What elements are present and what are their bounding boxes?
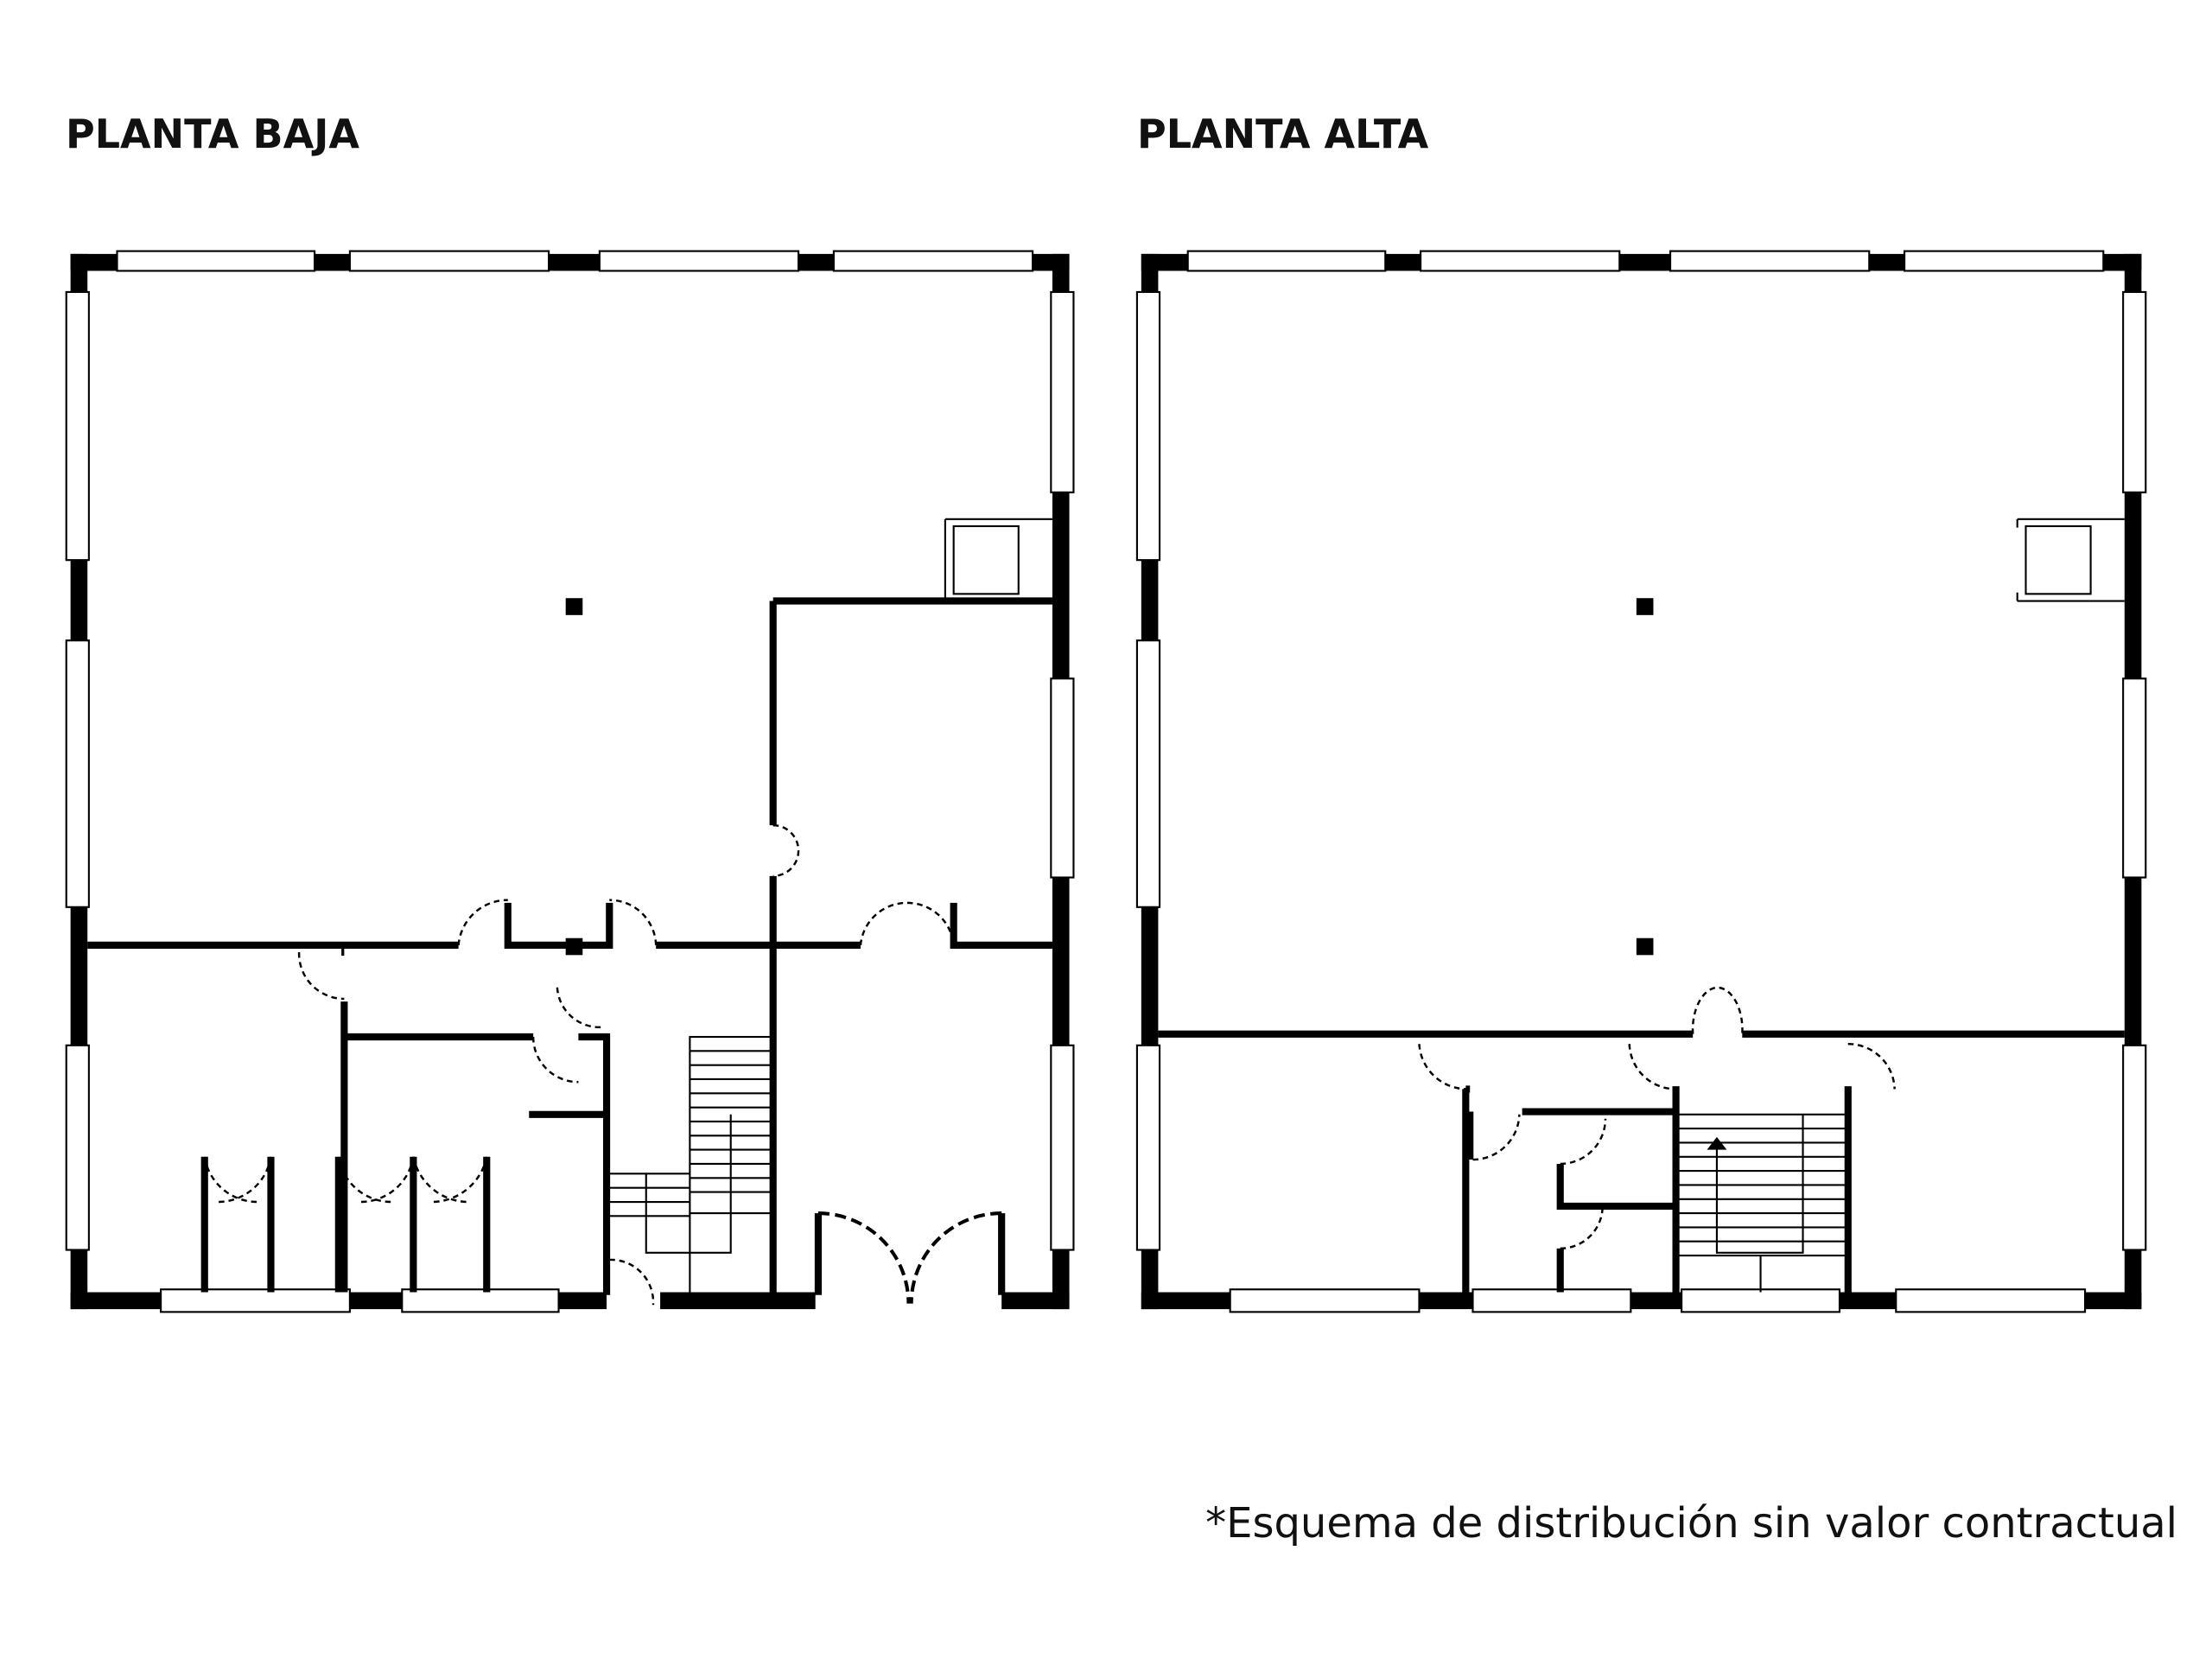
staircase — [607, 1035, 774, 1293]
upper-floor-plan — [1135, 250, 2147, 1313]
windows — [1135, 250, 2147, 1313]
doors — [203, 823, 1002, 1306]
plan-title-ground-floor: PLANTA BAJA — [66, 111, 359, 157]
doors — [1418, 986, 1896, 1250]
plan-title-upper-floor: PLANTA ALTA — [1137, 111, 1429, 157]
stair-up-arrow-icon — [1707, 1136, 1727, 1150]
interior-walls — [87, 518, 1052, 1295]
windows — [65, 250, 1075, 1313]
staircase — [1675, 1113, 1849, 1293]
footnote: *Esquema de distribución sin valor contr… — [1205, 1499, 2177, 1548]
interior-walls — [1158, 518, 2125, 1293]
ground-floor-plan — [65, 250, 1075, 1313]
